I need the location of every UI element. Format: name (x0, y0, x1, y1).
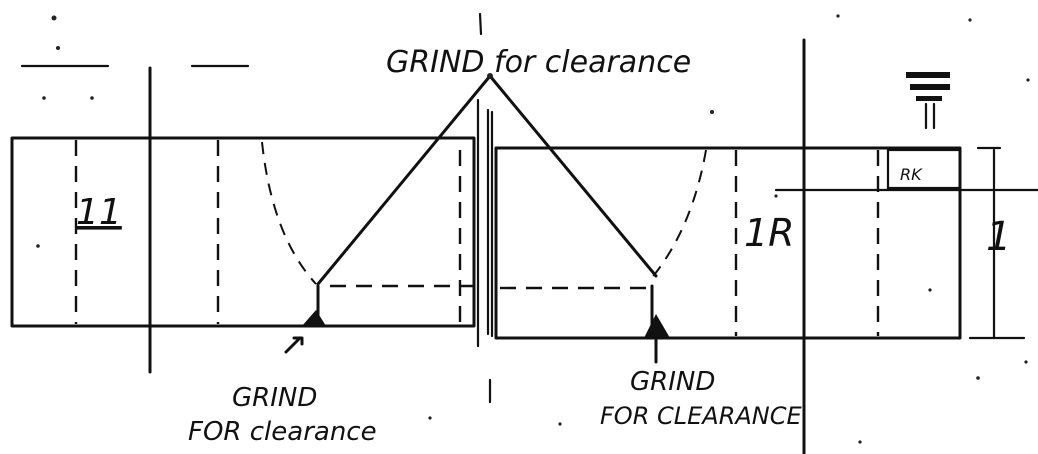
left-clearance-curve (261, 141, 317, 285)
small-box-label: RK (900, 165, 923, 184)
right-grind-arrowhead (644, 314, 670, 338)
center-tick-top (478, 12, 483, 36)
bottom-left-grind-line1: GRIND (232, 383, 317, 413)
left-grind-arrowhead (302, 310, 326, 326)
scan-noise (36, 14, 1030, 444)
height-dimension-label: 1 (986, 214, 1011, 260)
top-right-stamp (906, 72, 950, 130)
left-grind-leader (284, 336, 304, 354)
bottom-right-grind-line2: FOR CLEARANCE (600, 402, 803, 430)
small-label-box (886, 148, 962, 190)
top-grind-note: GRIND for clearance (386, 45, 691, 80)
bottom-left-grind-line2: FOR clearance (188, 417, 377, 447)
bottom-right-grind-line1: GRIND (630, 367, 715, 397)
right-clearance-curve (649, 149, 707, 281)
right-dimension-label: 1R (744, 211, 795, 255)
left-dimension-label: 11 (76, 192, 122, 233)
left-block (10, 136, 476, 328)
right-block (494, 146, 962, 340)
